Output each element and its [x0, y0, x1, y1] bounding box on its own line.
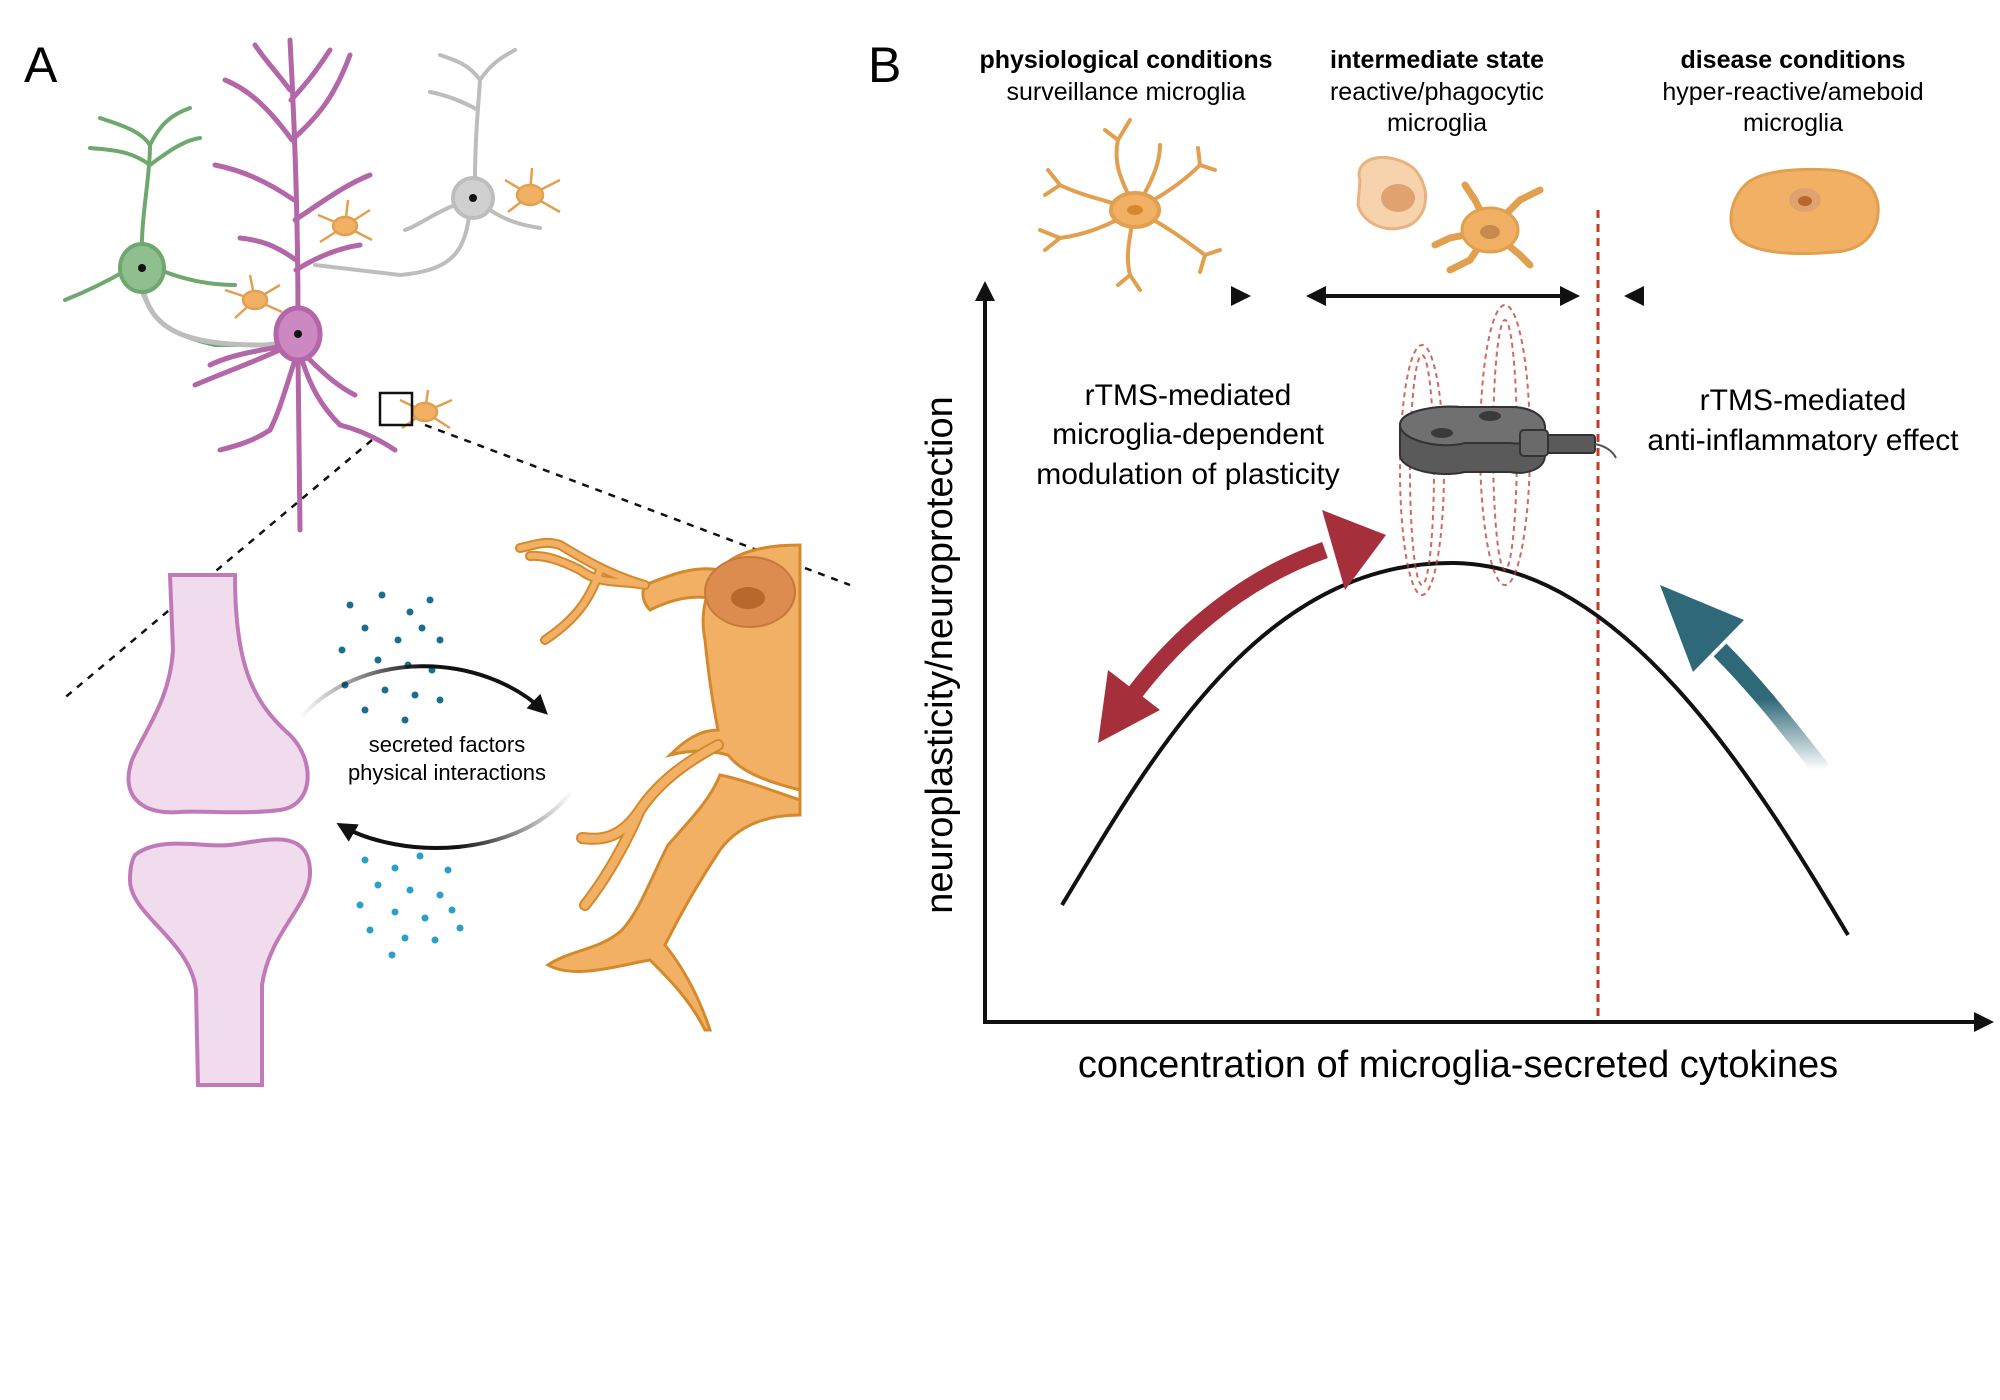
x-axis-label: concentration of microglia-secreted cyto… — [1078, 1044, 1838, 1086]
exchange-arrow-bottom — [336, 788, 575, 850]
bidirectional-plasticity-arrow — [1098, 510, 1386, 743]
microglia-small-4 — [399, 389, 453, 430]
plasticity-text-line2: microglia-dependent — [1052, 418, 1324, 451]
microglia-small-1 — [224, 274, 283, 319]
state-3-desc-line2: microglia — [1743, 109, 1843, 137]
green-interneuron — [63, 106, 303, 348]
synapse-presynaptic — [126, 573, 310, 815]
state-3-desc-line1: hyper-reactive/ameboid — [1662, 78, 1923, 106]
response-curve — [1060, 560, 1850, 937]
state-2-desc-line1: reactive/phagocytic — [1330, 78, 1544, 106]
secreted-dots-top — [338, 591, 444, 724]
anti-inflammatory-text-line2: anti-inflammatory effect — [1647, 424, 1959, 457]
plasticity-text-line3: modulation of plasticity — [1036, 458, 1340, 491]
ameboid-microglia — [1729, 167, 1880, 256]
state-1-desc: surveillance microglia — [1007, 78, 1246, 106]
synapse-postsynaptic — [127, 837, 313, 1087]
microglia-large — [515, 537, 802, 1032]
state-2-desc-line2: microglia — [1387, 109, 1487, 137]
zoom-box — [378, 391, 414, 427]
microglia-small-2 — [317, 199, 373, 244]
microglia-small-3 — [504, 167, 561, 214]
panel-b: B physiological conditions surveillance … — [868, 37, 1994, 1086]
tms-coil-icon — [1398, 304, 1617, 596]
panel-a: A — [24, 37, 851, 1087]
surveillance-microglia — [1038, 118, 1222, 292]
plasticity-text-line1: rTMS-mediated — [1085, 379, 1292, 412]
state-1-title: physiological conditions — [979, 46, 1272, 74]
factors-label-line2: physical interactions — [348, 760, 546, 785]
pyramidal-neuron — [192, 37, 398, 533]
zoom-line-left — [61, 439, 373, 701]
factors-label-line1: secreted factors — [369, 732, 526, 757]
gray-interneuron — [313, 48, 542, 278]
exchange-arrow-top — [298, 664, 548, 720]
panel-a-label: A — [24, 37, 58, 93]
y-axis-label: neuroplasticity/neuroprotection — [919, 396, 961, 914]
anti-inflammatory-arrow — [1660, 585, 1830, 776]
state-2-title: intermediate state — [1330, 46, 1544, 74]
secreted-dots-bottom — [356, 852, 464, 959]
state-3-title: disease conditions — [1680, 46, 1905, 74]
panel-b-label: B — [868, 37, 901, 93]
anti-inflammatory-text-line1: rTMS-mediated — [1700, 384, 1907, 417]
reactive-microglia — [1356, 155, 1544, 274]
